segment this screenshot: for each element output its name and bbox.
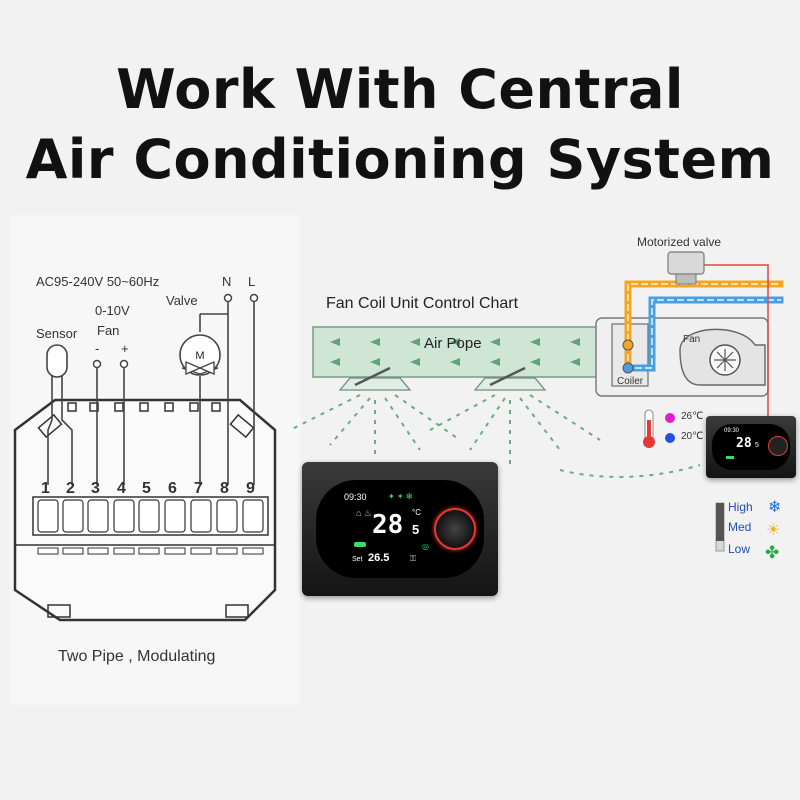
temperature-unit: °C [412, 508, 421, 517]
control-wire [700, 264, 769, 420]
thermostat-main-screen: 09:30 ✦ ✶ ✻ ⌂ ♨ 28 °C 5 ◎ Set 26.5 ⚿ [316, 480, 484, 578]
fan-blades [714, 349, 736, 371]
clip-bottom-right [225, 604, 249, 618]
small-heating-indicator [726, 456, 734, 459]
terminal-block [32, 496, 269, 555]
fan-voltage-label: 0-10V [95, 303, 130, 318]
terminal-number: 2 [66, 480, 75, 497]
wiring-caption: Two Pipe , Modulating [58, 648, 216, 665]
cold-pipe [632, 296, 784, 372]
cold-temp-dot [665, 433, 675, 443]
sensor-icon [46, 344, 68, 378]
terminal-number: 3 [91, 480, 100, 497]
thermostat-small: 09:30 28 5 [706, 416, 796, 478]
clip-top-right [229, 413, 255, 439]
sun-icon: ☀ [766, 520, 780, 539]
plus-label: + [121, 341, 129, 356]
current-temperature: 28 [372, 510, 404, 540]
valve-label: Valve [166, 293, 198, 308]
terminal-number: 8 [220, 480, 229, 497]
clip-top-left [37, 413, 63, 439]
diffuser-right [473, 366, 547, 391]
svg-text:M: M [195, 350, 204, 362]
diffuser-left [338, 366, 412, 391]
set-label: Set [352, 556, 363, 563]
page-title-line-2: Air Conditioning System [25, 128, 775, 191]
small-control-knob[interactable] [768, 436, 788, 456]
wires [47, 300, 255, 485]
fan-speed-slider [715, 502, 725, 552]
eco-icon: ◎ [422, 542, 429, 551]
small-temperature-decimal: 5 [755, 442, 759, 449]
heating-indicator [354, 542, 366, 547]
hot-port [622, 339, 634, 351]
motorized-valve-label: Motorized valve [637, 235, 722, 249]
terminal-nodes [92, 293, 259, 369]
thermostat-main: 09:30 ✦ ✶ ✻ ⌂ ♨ 28 °C 5 ◎ Set 26.5 ⚿ [302, 462, 498, 596]
live-label: L [248, 274, 256, 289]
snowflake-icon: ❄ [768, 497, 781, 516]
cold-temp-label: 20℃ [681, 431, 704, 442]
lock-icon: ⚿ [410, 554, 417, 563]
current-temperature-decimal: 5 [412, 522, 420, 537]
valve-icon: M [179, 334, 221, 376]
clip-bottom-left [47, 604, 71, 618]
terminal-number: 5 [142, 480, 151, 497]
terminal-number: 4 [117, 480, 126, 497]
minus-label: - [95, 341, 100, 356]
power-supply-label: AC95-240V 50~60Hz [36, 274, 160, 289]
wifi-icon: ✦ ✶ ✻ [388, 492, 413, 501]
top-notches [67, 402, 221, 412]
fcu-fan-label: Fan [683, 334, 701, 345]
cold-port [622, 362, 634, 374]
terminal-number: 7 [194, 480, 203, 497]
small-current-temperature: 28 [736, 436, 752, 451]
air-pipe-label: Air Pope [424, 335, 482, 352]
hot-temp-label: 26℃ [681, 411, 704, 422]
fan-speed-low-label: Low [728, 542, 751, 556]
fan-speed-high-label: High [728, 500, 753, 514]
sensor-label: Sensor [36, 326, 78, 341]
hot-temp-dot [665, 413, 675, 423]
terminal-number: 6 [168, 480, 177, 497]
fcu-chart-title: Fan Coil Unit Control Chart [326, 295, 519, 312]
fan-speed-med-label: Med [728, 520, 752, 534]
hot-pipe [624, 280, 784, 364]
thermometer-icon [643, 409, 655, 448]
small-thermostat-time: 09:30 [724, 428, 740, 434]
fan-label: Fan [97, 323, 120, 338]
neutral-label: N [222, 274, 232, 289]
terminal-number: 9 [246, 480, 255, 497]
set-temperature: 26.5 [368, 552, 390, 564]
control-knob[interactable] [434, 508, 476, 550]
duct-arrows [330, 338, 580, 366]
thermostat-small-screen: 09:30 28 5 [712, 424, 790, 470]
mode-icons: ⌂ ♨ [356, 508, 373, 518]
coiler-label: Coiler [617, 376, 644, 387]
terminal-number: 1 [41, 480, 50, 497]
airflow-arrows [289, 394, 701, 478]
page-title-line-1: Work With Central [116, 58, 684, 121]
thermostat-time: 09:30 [344, 492, 367, 502]
motorized-valve-icon [667, 251, 705, 285]
fan-low-icon: ✤ [765, 543, 779, 563]
